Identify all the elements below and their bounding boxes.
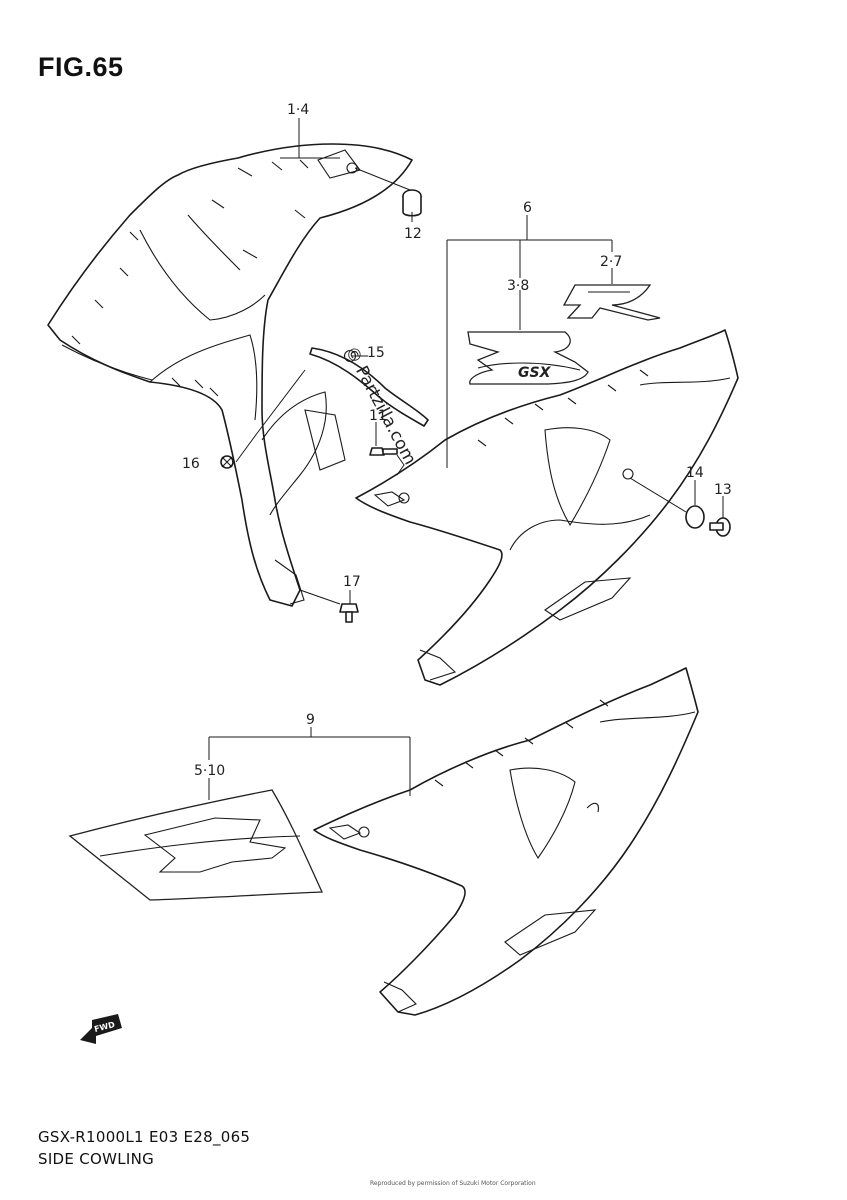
callout-2-7: 2·7	[600, 254, 622, 270]
side-cowling-right-part	[355, 329, 739, 686]
figure-title: FIG.65	[38, 52, 124, 82]
callout-14: 14	[686, 465, 704, 481]
side-cowling-left-part	[313, 667, 699, 1016]
upper-side-cowling-part	[47, 143, 413, 607]
decal-r-2-7	[562, 284, 661, 321]
callout-6: 6	[523, 200, 532, 216]
screw-16	[220, 455, 234, 469]
grommet-12	[402, 189, 422, 217]
decal-gsx-3-8	[467, 331, 589, 385]
callout-9: 9	[306, 712, 315, 728]
callout-12: 12	[404, 226, 422, 242]
footer-section-name: SIDE COWLING	[38, 1150, 155, 1168]
bolt-13	[709, 517, 731, 537]
screw-17	[339, 603, 359, 623]
leader-lines	[208, 118, 724, 800]
footer-model-code: GSX-R1000L1 E03 E28_065	[38, 1128, 251, 1146]
callout-11: 11	[369, 408, 387, 424]
decal-side-stripe-5-10	[68, 789, 323, 901]
callout-3-8: 3·8	[507, 278, 529, 294]
callout-5-10: 5·10	[194, 763, 225, 779]
callout-16: 16	[182, 456, 200, 472]
callout-15: 15	[367, 345, 385, 361]
callout-13: 13	[714, 482, 732, 498]
screw-11	[369, 447, 398, 456]
cushion-14	[685, 505, 705, 529]
fwd-arrow-icon: FWD	[80, 1014, 122, 1044]
callout-17: 17	[343, 574, 361, 590]
callout-1-4: 1·4	[287, 102, 309, 118]
copyright-notice: Reproduced by permission of Suzuki Motor…	[370, 1180, 536, 1187]
decal-gsx-text: GSX	[518, 365, 552, 381]
